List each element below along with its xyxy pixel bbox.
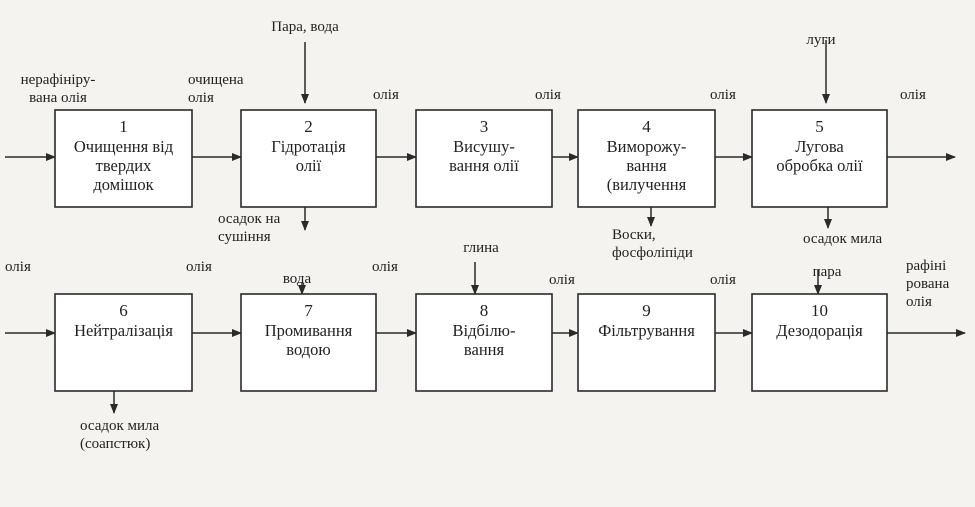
label-in-10: пара [813, 264, 842, 280]
label-out-5: олія [900, 87, 926, 103]
process-box [577, 109, 716, 208]
label-edge-3-4: олія [535, 87, 561, 103]
step-name-line: Фільтрування [598, 321, 695, 340]
label-edge-2-3: олія [373, 87, 399, 103]
process-box [415, 109, 553, 208]
process-box [751, 109, 888, 208]
process-box [751, 293, 888, 392]
process-box [54, 109, 193, 208]
step-number: 7 [304, 301, 313, 320]
label-in-1: нерафініру-вана олія [21, 72, 96, 106]
label-in-2: Пара, вода [271, 19, 339, 35]
label-out-4: Воски,фосфоліпіди [612, 227, 693, 261]
process-box [415, 293, 553, 392]
step-name-line: Висушу- [453, 137, 515, 156]
step-name-line: (вилучення [607, 175, 687, 194]
process-box [240, 293, 377, 392]
step-number: 2 [304, 117, 313, 136]
label-in-7: вода [283, 271, 312, 287]
step-number: 6 [119, 301, 128, 320]
label-in-6: олія [5, 259, 31, 275]
process-box [54, 293, 193, 392]
step-name-line: обробка олії [776, 156, 863, 175]
label-edge-7-8: олія [372, 259, 398, 275]
step-number: 1 [119, 117, 128, 136]
step-name-line: Дезодорація [776, 321, 863, 340]
label-edge-4-5: олія [710, 87, 736, 103]
label-edge-8-9: олія [549, 272, 575, 288]
label-edge-6-7: олія [186, 259, 212, 275]
step-name-line: вання [626, 156, 667, 175]
step-name-line: Нейтралізація [74, 321, 173, 340]
label-edge-9-10: олія [710, 272, 736, 288]
step-number: 3 [480, 117, 489, 136]
step-name-line: Відбілю- [452, 321, 515, 340]
step-name-line: Промивання [265, 321, 353, 340]
label-out-6: осадок мила(соапстюк) [80, 418, 160, 452]
step-number: 10 [811, 301, 828, 320]
step-number: 9 [642, 301, 651, 320]
step-name-line: Лугова [795, 137, 844, 156]
step-name-line: Очищення від [74, 137, 174, 156]
label-in-5: луги [806, 32, 835, 48]
step-name-line: водою [286, 340, 330, 359]
step-number: 4 [642, 117, 651, 136]
step-name-line: твердих [96, 156, 152, 175]
step-name-line: вання олії [449, 156, 519, 175]
step-number: 8 [480, 301, 489, 320]
step-name-line: олії [296, 156, 322, 175]
step-number: 5 [815, 117, 824, 136]
step-name-line: Виморожу- [607, 137, 687, 156]
step-name-line: Гідротація [271, 137, 346, 156]
process-box [577, 293, 716, 392]
step-name-line: вання [464, 340, 505, 359]
step-name-line: домішок [93, 175, 154, 194]
label-in-8: глина [463, 240, 499, 256]
flow-arrows [5, 40, 966, 414]
label-out-5-bottom: осадок мила [803, 231, 883, 247]
process-box [240, 109, 377, 208]
